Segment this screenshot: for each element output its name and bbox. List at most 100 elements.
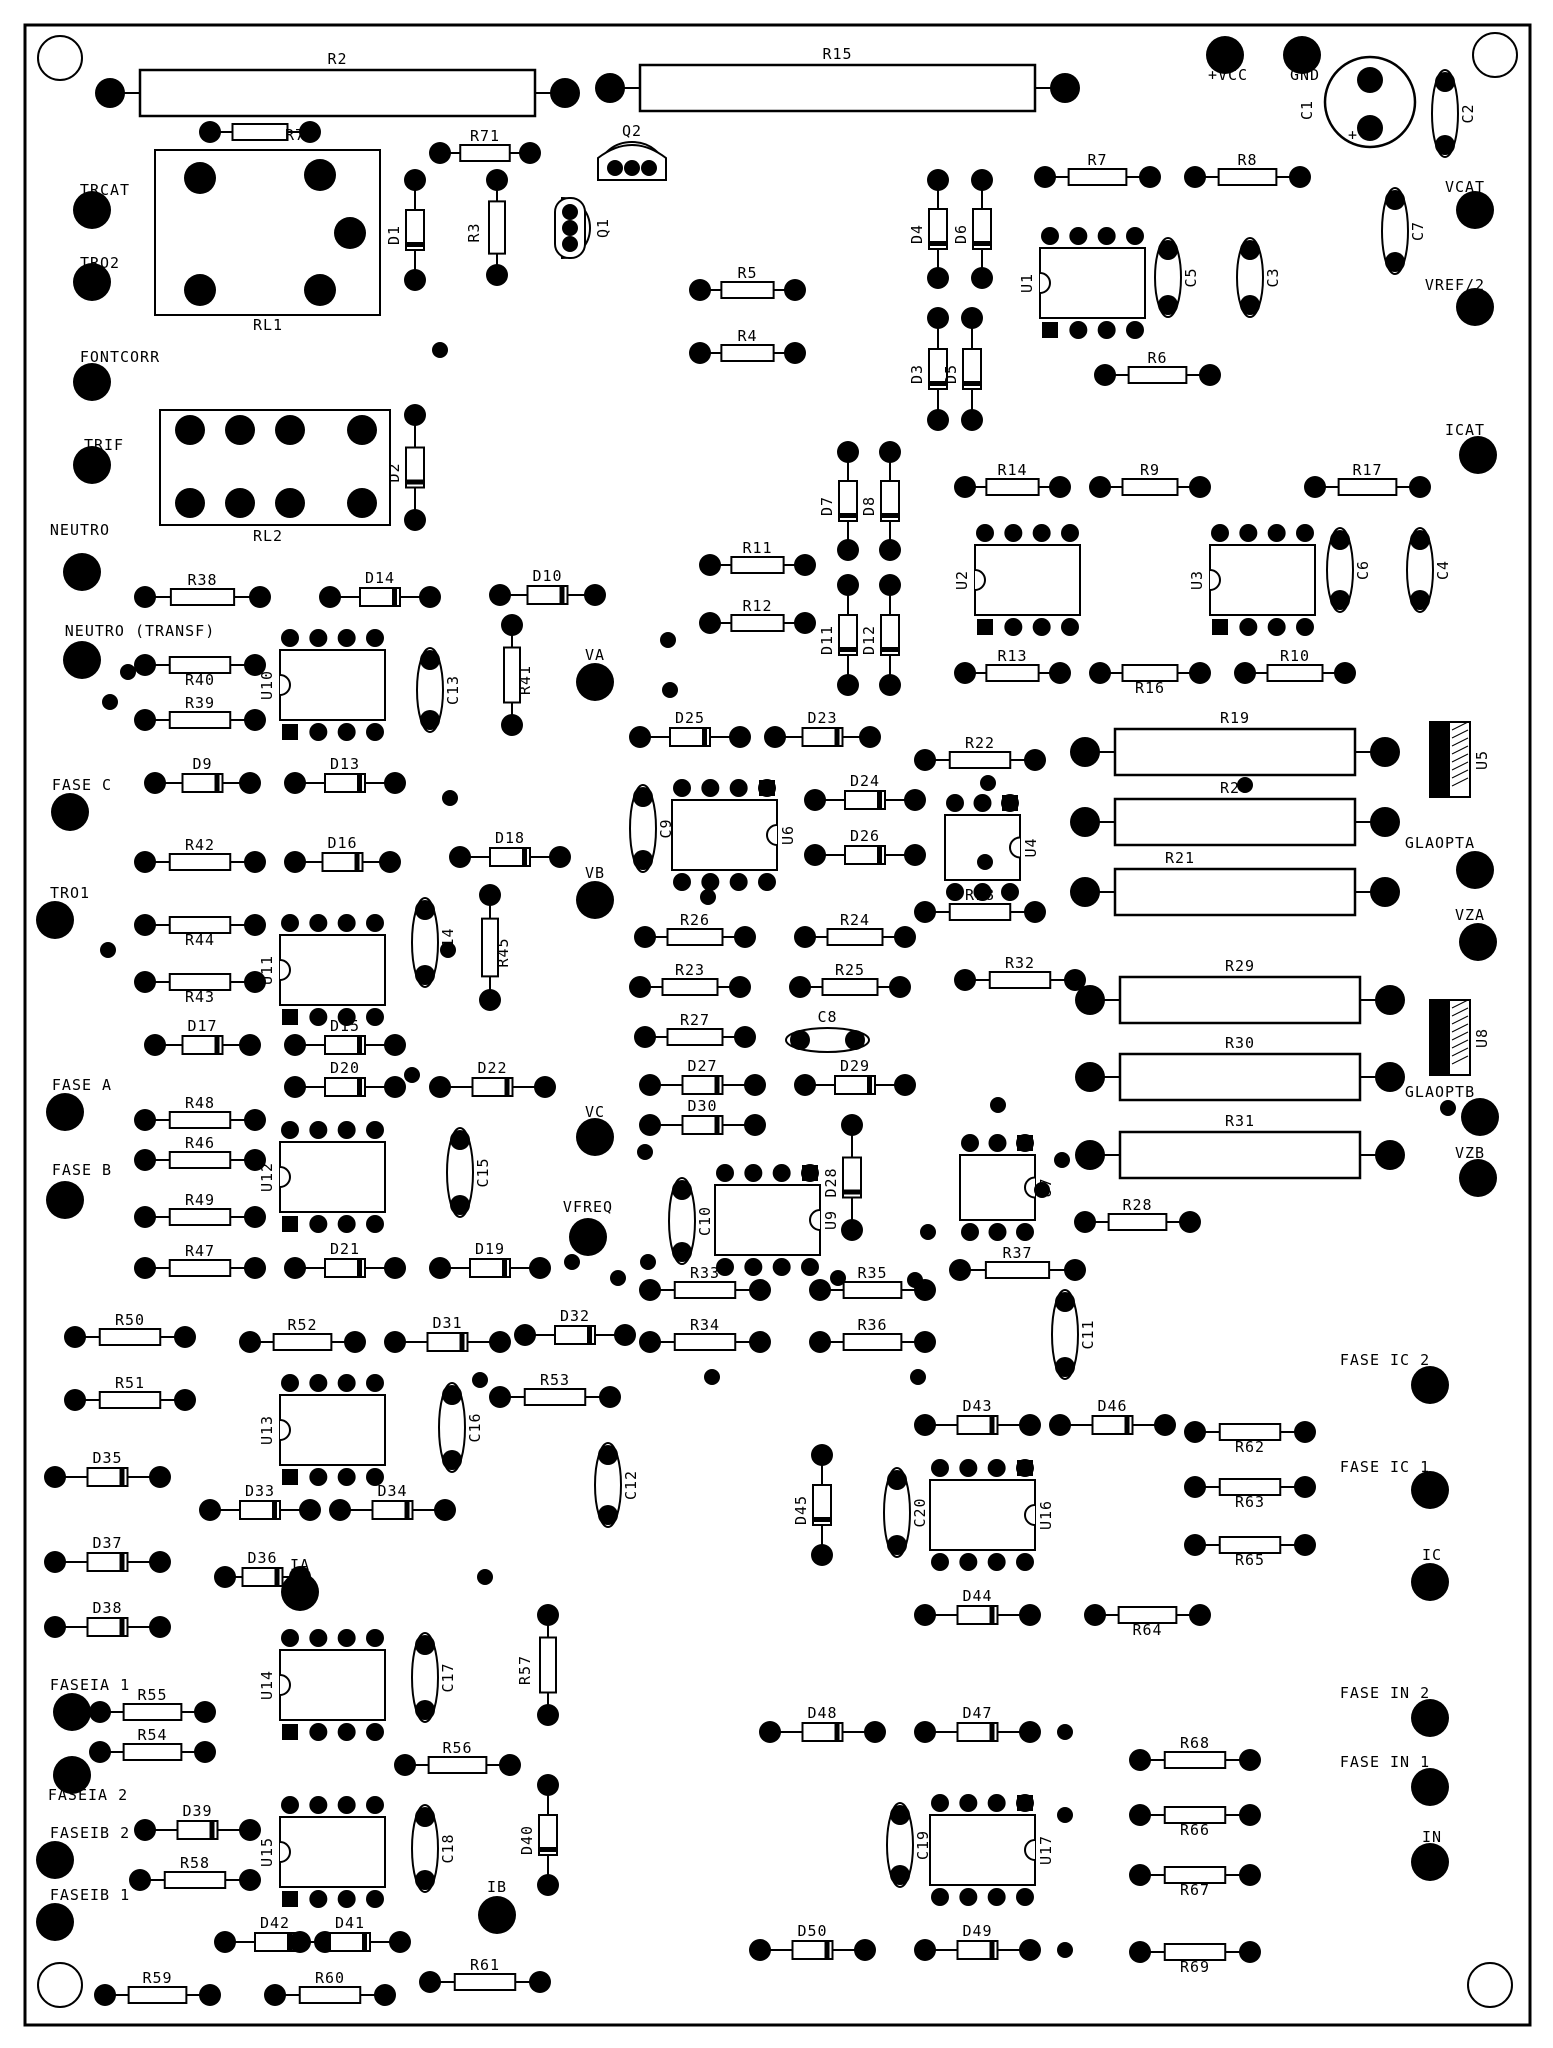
pad bbox=[1064, 969, 1086, 991]
pad bbox=[854, 1939, 876, 1961]
ref-label: D37 bbox=[92, 1534, 122, 1552]
pad bbox=[479, 884, 501, 906]
pad bbox=[337, 1374, 356, 1392]
pad bbox=[931, 1794, 949, 1812]
via bbox=[910, 1369, 926, 1385]
diode: D1 bbox=[385, 169, 426, 291]
ref-label: R7 bbox=[1087, 151, 1107, 169]
pad bbox=[1139, 166, 1161, 188]
pad bbox=[134, 1819, 156, 1841]
pad bbox=[337, 1629, 356, 1647]
pad bbox=[927, 307, 949, 329]
pad bbox=[63, 641, 101, 679]
net-label: TRIF bbox=[84, 436, 124, 454]
net-terminal: IN bbox=[1411, 1828, 1449, 1881]
pad bbox=[890, 1805, 910, 1825]
pad bbox=[1064, 1259, 1086, 1281]
pad bbox=[1049, 1414, 1071, 1436]
pad bbox=[379, 851, 401, 873]
pad bbox=[1054, 1152, 1070, 1168]
pad bbox=[134, 971, 156, 993]
pad bbox=[1075, 985, 1105, 1015]
pad bbox=[1034, 166, 1056, 188]
pad bbox=[344, 1331, 366, 1353]
ref-label: R58 bbox=[180, 1854, 210, 1872]
pad bbox=[599, 1386, 621, 1408]
via bbox=[1057, 1942, 1073, 1958]
pad bbox=[304, 159, 336, 191]
ref-label: R55 bbox=[137, 1686, 167, 1704]
pad bbox=[337, 1796, 356, 1814]
diode: D8 bbox=[860, 441, 901, 561]
ic-dip8: U4 bbox=[944, 794, 1040, 901]
pad bbox=[489, 584, 511, 606]
net-terminal: FASE IC 2 bbox=[1340, 1351, 1449, 1404]
pad bbox=[672, 1242, 692, 1262]
pad bbox=[239, 1034, 261, 1056]
pad bbox=[64, 1326, 86, 1348]
pad bbox=[959, 1888, 978, 1906]
ref-label: R42 bbox=[185, 836, 215, 854]
resistor: R4 bbox=[689, 327, 806, 364]
ref-label: D50 bbox=[797, 1922, 827, 1940]
ic-dip8: U16 bbox=[929, 1459, 1055, 1571]
diode: D25 bbox=[629, 709, 751, 748]
pad bbox=[479, 989, 501, 1011]
pad bbox=[784, 342, 806, 364]
pad bbox=[1239, 1749, 1261, 1771]
mounting-hole bbox=[37, 35, 83, 81]
pad bbox=[394, 1754, 416, 1776]
resistor: R33 bbox=[639, 1264, 771, 1301]
pad bbox=[744, 1258, 763, 1276]
capacitor: C5 bbox=[1154, 237, 1200, 318]
ref-label: C19 bbox=[914, 1830, 932, 1860]
pad bbox=[837, 441, 859, 463]
ref-label: U15 bbox=[258, 1837, 276, 1867]
pad bbox=[1004, 524, 1023, 542]
pad bbox=[907, 1272, 923, 1288]
pad bbox=[281, 914, 299, 932]
diode: D4 bbox=[908, 169, 949, 289]
pad bbox=[660, 632, 676, 648]
pad bbox=[977, 854, 993, 870]
ic-dip8: U15 bbox=[258, 1796, 386, 1908]
pad bbox=[759, 1721, 781, 1743]
pad bbox=[309, 1723, 328, 1741]
pad bbox=[614, 1324, 636, 1346]
pad bbox=[529, 1257, 551, 1279]
ref-label: U6 bbox=[779, 825, 797, 845]
capacitor: C20 bbox=[883, 1467, 929, 1558]
via bbox=[977, 854, 993, 870]
pad bbox=[1126, 321, 1144, 339]
net-terminal: FASEIB 2 bbox=[36, 1824, 129, 1879]
via bbox=[700, 889, 716, 905]
pad bbox=[366, 914, 384, 932]
pad bbox=[1234, 662, 1256, 684]
pad bbox=[576, 881, 614, 919]
ref-label: D28 bbox=[822, 1167, 840, 1197]
ref-label: U17 bbox=[1037, 1835, 1055, 1865]
pad bbox=[281, 1796, 299, 1814]
diode: D48 bbox=[759, 1704, 886, 1743]
net-label: +VCC bbox=[1208, 66, 1248, 84]
net-label: FASE A bbox=[52, 1076, 112, 1094]
pad bbox=[244, 1206, 266, 1228]
resistor: R27 bbox=[634, 1011, 756, 1048]
pad bbox=[954, 662, 976, 684]
ic-dip8: U14 bbox=[258, 1629, 386, 1741]
pad bbox=[990, 1097, 1006, 1113]
pad bbox=[442, 1385, 462, 1405]
pad bbox=[699, 612, 721, 634]
pad bbox=[1461, 1098, 1499, 1136]
diode: D49 bbox=[914, 1922, 1041, 1961]
resistor: R66 bbox=[1129, 1804, 1261, 1839]
ref-label: C3 bbox=[1264, 267, 1282, 287]
ref-label: D36 bbox=[247, 1549, 277, 1567]
pad bbox=[442, 1450, 462, 1470]
pad bbox=[282, 1216, 298, 1232]
pad bbox=[501, 714, 523, 736]
pad bbox=[1239, 618, 1258, 636]
resistor: R55 bbox=[89, 1686, 216, 1723]
capacitor: C6 bbox=[1326, 527, 1372, 613]
pad bbox=[1094, 364, 1116, 386]
